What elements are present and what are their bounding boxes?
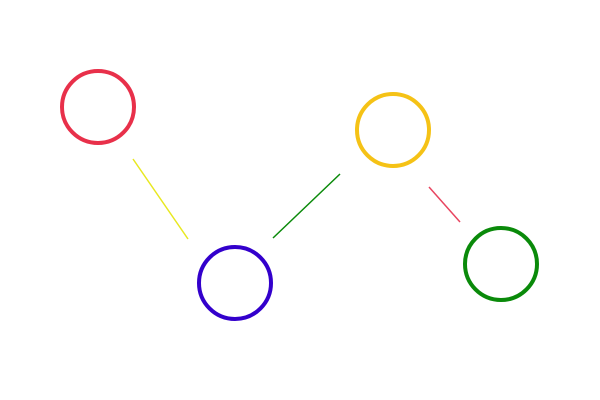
yellow-connector-line [132, 158, 189, 240]
nodes-layer [60, 69, 539, 321]
red-connector-line [428, 186, 461, 223]
green-connector-line [272, 173, 341, 239]
red-circle-node [60, 69, 136, 145]
blue-circle-node [197, 245, 273, 321]
green-circle-node [463, 226, 539, 302]
orange-circle-node [355, 92, 431, 168]
edges-layer [132, 158, 461, 240]
